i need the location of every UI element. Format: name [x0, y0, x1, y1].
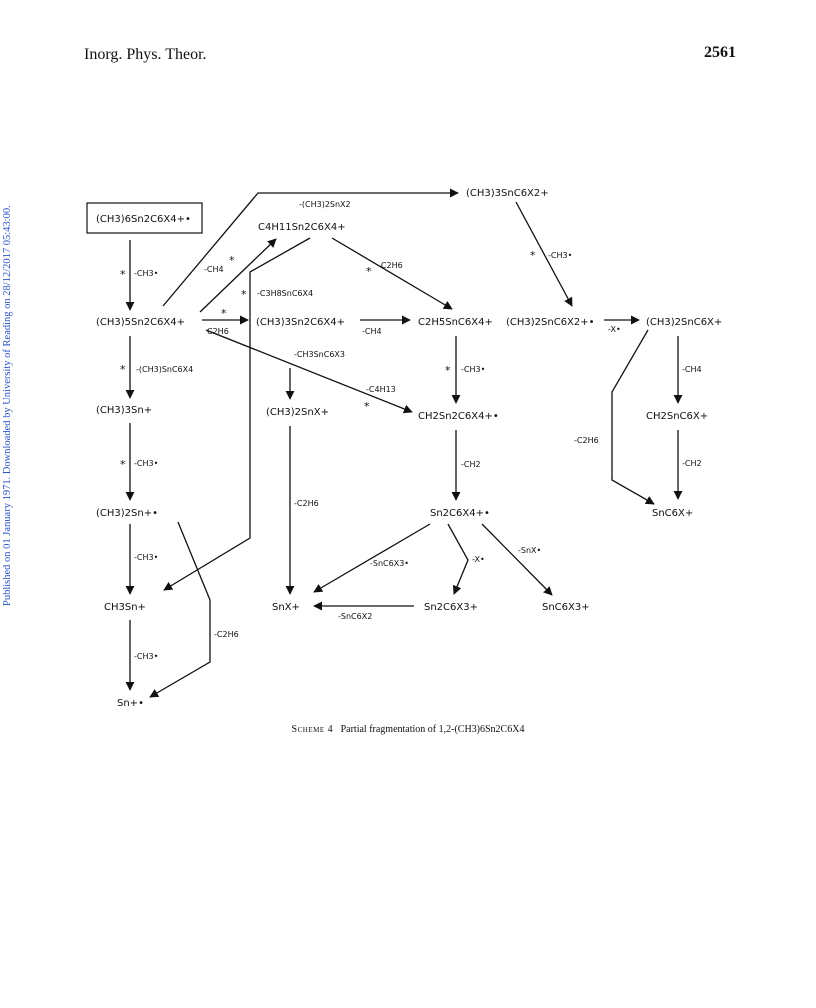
- arrow-me5-to-c4h11: [199, 238, 277, 313]
- species-ch2snc6x: CH2SnC6X+: [646, 411, 708, 422]
- loss-label: -C2H6: [574, 436, 599, 445]
- species-me3sn: (CH3)3Sn+: [96, 405, 152, 416]
- species-ch2sn2: CH2Sn2C6X4+•: [418, 411, 499, 422]
- species-sn2c6x4: Sn2C6X4+•: [430, 508, 490, 519]
- metastable-star: *: [229, 254, 235, 267]
- arrow-me5-to-ch2sn2: [205, 329, 413, 414]
- metastable-star: *: [366, 265, 372, 278]
- loss-label: -CH4: [362, 327, 382, 336]
- loss-label: -CH3•: [548, 251, 572, 260]
- species-sn2c6x3: Sn2C6X3+: [424, 602, 478, 613]
- species-c2h5: C2H5SnC6X4+: [418, 317, 493, 328]
- caption-text: Partial fragmentation of 1,2-(CH3)6Sn2C6…: [340, 724, 525, 735]
- loss-label: C2H6: [207, 327, 229, 336]
- arrow-me2snc6x-to-snc6x: [611, 329, 655, 505]
- loss-label: -CH4: [682, 365, 702, 374]
- loss-label: -C4H13: [366, 385, 396, 394]
- caption-prefix: Scheme 4: [291, 724, 334, 735]
- metastable-star: *: [120, 363, 126, 376]
- parent-ion-box: [86, 202, 203, 234]
- species-snx: SnX+: [272, 602, 300, 613]
- arrow-me5-to-me3snc6x2: [162, 188, 459, 307]
- loss-label: -SnX•: [518, 546, 541, 555]
- species-snc6x3: SnC6X3+: [542, 602, 590, 613]
- species-parent: (CH3)6Sn2C6X4+•: [96, 214, 191, 225]
- page-number: 2561: [704, 44, 736, 61]
- loss-label: -CH3SnC6X3: [294, 350, 345, 359]
- loss-label: -SnC6X2: [338, 612, 372, 621]
- loss-label: -C3H8SnC6X4: [257, 289, 313, 298]
- loss-label: -C2H6: [378, 261, 403, 270]
- arrow-sn2c6x4-to-snx: [313, 523, 431, 593]
- species-snc6x: SnC6X+: [652, 508, 693, 519]
- loss-label: -CH3•: [134, 553, 158, 562]
- arrow-sn2c6x4-to-sn2c6x3: [447, 523, 469, 595]
- species-me3snc6x2: (CH3)3SnC6X2+: [466, 188, 549, 199]
- loss-label: -X•: [608, 325, 621, 334]
- loss-label: -CH2: [682, 459, 702, 468]
- metastable-star: *: [120, 458, 126, 471]
- loss-label: -CH2: [461, 460, 481, 469]
- metastable-star: *: [241, 288, 247, 301]
- arrow-me3snc6x2-to-me2snc6x2: [515, 201, 573, 307]
- loss-label: -(CH3)2SnX2: [299, 200, 351, 209]
- species-sn: Sn+•: [117, 698, 144, 709]
- loss-label: -CH3•: [134, 269, 158, 278]
- loss-label: -(CH3)SnC6X4: [136, 365, 193, 374]
- metastable-star: *: [364, 400, 370, 413]
- loss-label: -CH3•: [461, 365, 485, 374]
- species-me5: (CH3)5Sn2C6X4+: [96, 317, 185, 328]
- metastable-star: *: [445, 364, 451, 377]
- loss-label: -SnC6X3•: [370, 559, 409, 568]
- loss-label: -C2H6: [294, 499, 319, 508]
- loss-label: -C2H6: [214, 630, 239, 639]
- loss-label: -X•: [472, 555, 485, 564]
- arrow-sn2c6x4-to-snc6x3: [481, 523, 553, 596]
- species-me3sn2: (CH3)3Sn2C6X4+: [256, 317, 345, 328]
- metastable-star: *: [120, 268, 126, 281]
- arrow-c4h11-to-ch3sn: [163, 237, 311, 591]
- arrow-me2sn-to-sn: [149, 521, 211, 698]
- species-me2sn: (CH3)2Sn+•: [96, 508, 158, 519]
- species-c4h11: C4H11Sn2C6X4+: [258, 222, 346, 233]
- metastable-star: *: [221, 307, 227, 320]
- species-me2snc6x: (CH3)2SnC6X+: [646, 317, 722, 328]
- species-ch3sn: CH3Sn+: [104, 602, 146, 613]
- metastable-star: *: [530, 249, 536, 262]
- arrow-c4h11-to-c2h5: [331, 237, 453, 310]
- species-me2snc6x2: (CH3)2SnC6X2+•: [506, 317, 595, 328]
- species-me2snx: (CH3)2SnX+: [266, 407, 329, 418]
- loss-label: -CH3•: [134, 459, 158, 468]
- figure-caption: Scheme 4 Partial fragmentation of 1,2-(C…: [0, 724, 816, 735]
- loss-label: -CH3•: [134, 652, 158, 661]
- loss-label: -CH4: [204, 265, 224, 274]
- journal-section-header: Inorg. Phys. Theor.: [84, 46, 207, 63]
